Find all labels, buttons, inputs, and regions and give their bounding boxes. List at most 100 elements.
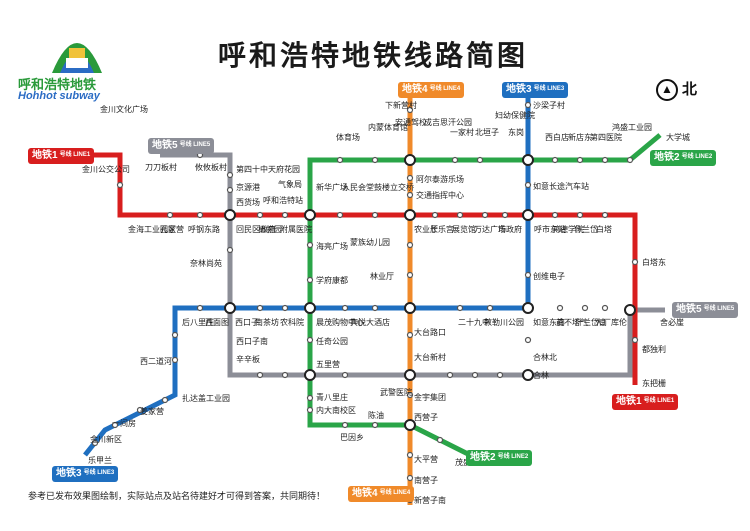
station-label: 西口子南: [236, 336, 268, 346]
station-dot: [341, 371, 349, 379]
station-label: 创维电子: [533, 271, 565, 281]
station-dot: [576, 156, 584, 164]
station-label: 南营子: [414, 475, 438, 485]
station-label: 京源港: [236, 182, 260, 192]
station-dot: [281, 304, 289, 312]
station-label: 金川公交公司: [82, 164, 130, 174]
station-label: 东把栅: [642, 378, 666, 388]
station-dot: [496, 371, 504, 379]
station-dot: [581, 304, 589, 312]
badge-subtext: 号线 LINE3: [83, 469, 115, 476]
footer-note: 参考已发布效果图绘制，实际站点及站名待建好才可得到答案，共同期待！: [28, 491, 326, 501]
station-label: 姜家营: [140, 406, 164, 416]
station-label: 乐甲兰: [88, 455, 112, 465]
transfer-station-icon: [304, 369, 316, 381]
badge-subtext: 号线 LINE2: [497, 453, 529, 460]
station-label: 下新营村: [385, 100, 417, 110]
north-arrow-icon: ▲: [656, 79, 678, 102]
station-dot: [306, 394, 314, 402]
station-label: 什兰岱: [574, 224, 598, 234]
station-label: 西二道河: [140, 356, 172, 366]
transfer-station-icon: [404, 369, 416, 381]
station-label: 宾悦大酒店: [350, 317, 390, 327]
station-label: 阿尔泰游乐场: [416, 174, 464, 184]
badge-text: 地铁5: [676, 304, 702, 315]
station-label: 蒙族幼儿园: [350, 237, 390, 247]
station-label: 青八里庄: [316, 392, 348, 402]
station-label: 鼓楼立交桥: [374, 182, 414, 192]
station-dot: [406, 451, 414, 459]
station-dot: [481, 211, 489, 219]
station-label: 大台新村: [414, 352, 446, 362]
station-dot: [476, 156, 484, 164]
station-label: 巴因乡: [340, 433, 364, 442]
badge-text: 地铁1: [616, 396, 642, 407]
station-dot: [306, 406, 314, 414]
station-label: 敕勒川公园: [484, 317, 524, 327]
station-dot: [524, 101, 532, 109]
station-label: 展览馆: [452, 224, 476, 234]
station-dot: [371, 304, 379, 312]
page-title: 呼和浩特地铁线路简图: [218, 40, 529, 71]
badge-subtext: 号线 LINE5: [703, 305, 735, 312]
station-dot: [341, 421, 349, 429]
station-label: 体育场: [336, 132, 360, 142]
station-dot: [451, 156, 459, 164]
station-dot: [371, 421, 379, 429]
station-label: 任奇公园: [316, 336, 348, 346]
badge-text: 地铁3: [506, 84, 532, 95]
logo-emblem-icon: [52, 43, 102, 73]
station-label: 西货场: [236, 197, 260, 207]
station-label: 第四医院: [590, 132, 622, 142]
badge-text: 地铁4: [402, 84, 428, 95]
station-label: 鸿德学院: [552, 224, 584, 234]
station-dot: [256, 371, 264, 379]
station-dot: [306, 241, 314, 249]
station-dot: [136, 406, 144, 414]
station-dot: [436, 436, 444, 444]
transfer-station-icon: [404, 154, 416, 166]
badge-subtext: 号线 LINE5: [179, 141, 211, 148]
station-label: 大台路口: [414, 327, 446, 337]
station-dot: [91, 439, 99, 447]
station-label: 西面图: [205, 318, 229, 327]
station-dot: [556, 304, 564, 312]
station-dot: [196, 304, 204, 312]
station-dot: [524, 181, 532, 189]
station-dot: [631, 336, 639, 344]
station-label: 西营子: [414, 412, 438, 422]
station-dot: [226, 246, 234, 254]
station-label: 一家村: [450, 127, 474, 137]
north-label: 北: [682, 81, 698, 98]
transfer-station-icon: [522, 209, 534, 221]
station-label: 陈油: [368, 410, 384, 420]
station-label: 农科院: [280, 317, 304, 327]
station-label: 沙梁子村: [533, 100, 565, 110]
station-label: 如意长途汽车站: [533, 181, 589, 191]
station-dot: [631, 258, 639, 266]
station-label: 武警医院: [380, 387, 412, 397]
station-label: 妇幼保健院: [495, 110, 535, 120]
station-label: 合林: [533, 370, 549, 380]
station-label: 大平营: [414, 454, 438, 464]
station-label: 天府花园: [268, 164, 300, 174]
station-label: 呼钢东路: [188, 224, 220, 234]
station-dot: [524, 271, 532, 279]
station-dot: [336, 156, 344, 164]
station-dot: [281, 211, 289, 219]
regular-station-markers: [91, 101, 639, 504]
station-label: 交通指挥中心: [416, 190, 464, 200]
station-dot: [406, 474, 414, 482]
station-dot: [171, 331, 179, 339]
